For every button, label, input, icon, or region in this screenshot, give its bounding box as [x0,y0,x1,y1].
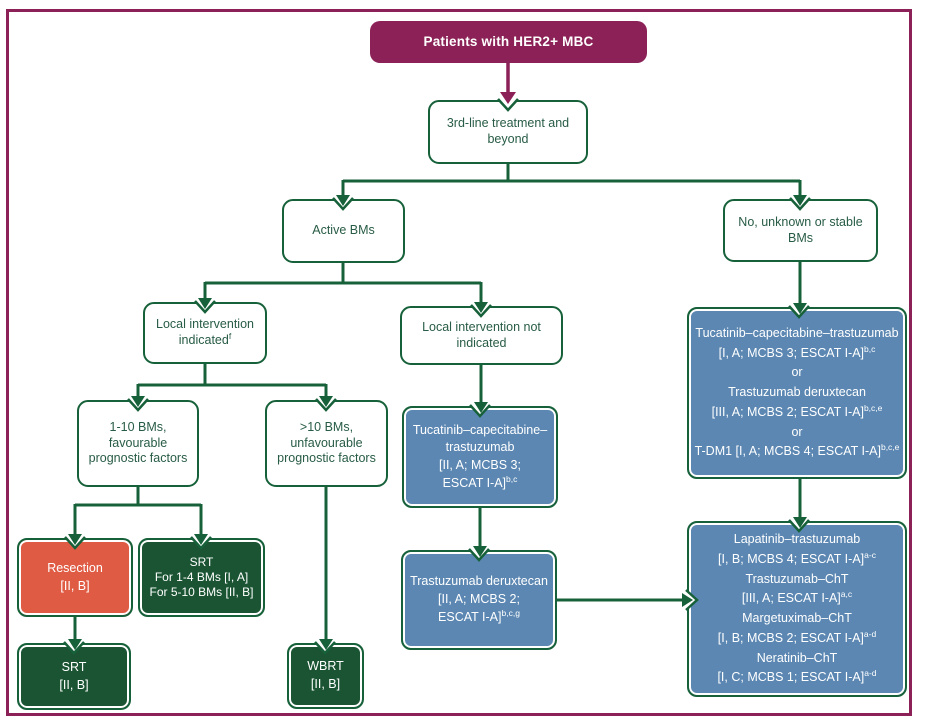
node-grade: [II, B] [59,677,89,692]
node-trastuzumab-deruxtecan: Trastuzumab deruxtecan [II, A; MCBS 2; E… [401,550,557,650]
node-label: Resection [47,560,103,575]
node-detail: For 1-4 BMs [I, A] [154,570,249,584]
node-label: 3rd-line treatment and beyond [446,116,570,146]
node-grade: [II, B] [310,677,341,691]
node-1-10-bms-favourable: 1-10 BMs, favourable prognostic factors [77,400,199,487]
node-label: Active BMs [312,223,375,238]
node-later-line-options: Lapatinib–trastuzumab [I, B; MCBS 4; ESC… [687,521,907,697]
node-gt10-bms-unfavourable: >10 BMs, unfavourable prognostic factors [265,400,388,487]
grade-line: [I, B; MCBS 4; ESCAT I-A]a-c [718,550,876,570]
node-label: Local intervention indicatedf [141,315,269,350]
footnote-marker: a,c [840,589,853,600]
grade-line: [III, A; ESCAT I-A]a,c [742,589,852,609]
grade-line: [II, A; MCBS 2; [438,592,520,607]
node-label: 1-10 BMs, favourable prognostic factors [88,420,188,466]
node-tucatinib-capecitabine-trastuzumab: Tucatinib–capecitabine– trastuzumab [II,… [402,406,558,508]
grade-text: [I, A; MCBS 3; ESCAT I-A] [718,345,865,360]
grade-text: [III, A; MCBS 2; ESCAT I-A] [711,404,864,419]
drug-line: Neratinib–ChT [756,650,838,665]
grade-text: [I, C; MCBS 1; ESCAT I-A] [717,670,865,685]
drug-line: trastuzumab [445,440,515,455]
grade-line: [I, C; MCBS 1; ESCAT I-A]a-d [717,668,876,688]
or-separator: or [791,365,803,380]
footnote-marker: b,c [506,473,518,484]
node-third-line-treatment: 3rd-line treatment and beyond [428,100,588,164]
grade-line: ESCAT I-A]b,c,g [438,607,520,627]
node-srt-split: SRT For 1-4 BMs [I, A] For 5-10 BMs [II,… [138,538,265,617]
grade-text: [I, B; MCBS 2; ESCAT I-A] [717,630,864,645]
drug-line: Margetuximab–ChT [742,611,852,625]
drug-line: Tucatinib–capecitabine–trastuzumab [695,325,899,340]
node-stable-bms: No, unknown or stable BMs [723,199,878,262]
grade-text: ESCAT I-A] [438,609,502,624]
grade-text: [I, B; MCBS 4; ESCAT I-A] [718,551,865,566]
drug-line: Trastuzumab–ChT [745,571,849,586]
node-label: WBRT [307,659,344,674]
node-active-bms: Active BMs [282,199,405,263]
grade-line: ESCAT I-A]b,c [442,473,518,493]
footnote-marker: f [228,330,232,341]
grade-line: [II, A; MCBS 3; [439,458,521,472]
node-detail: For 5-10 BMs [II, B] [149,585,254,599]
footnote-marker: a-d [863,628,877,639]
drug-line: Trastuzumab deruxtecan [728,385,866,400]
grade-line: T-DM1 [I, A; MCBS 4; ESCAT I-A]b,c,e [695,442,900,462]
grade-line: [I, A; MCBS 3; ESCAT I-A]b,c [719,344,876,364]
node-label: SRT [61,659,87,674]
node-grade: [II, B] [60,578,90,593]
footnote-marker: b,c,e [880,442,900,453]
grade-line: [I, B; MCBS 2; ESCAT I-A]a-d [718,629,876,649]
drug-line: Lapatinib–trastuzumab [733,532,861,546]
footnote-marker: b,c,g [501,607,520,618]
drug-line: Tucatinib–capecitabine– [412,422,548,437]
node-label: >10 BMs, unfavourable prognostic factors [277,420,376,466]
node-label-text: Local intervention indicated [156,317,254,347]
node-patients-her2-mbc: Patients with HER2+ MBC [370,21,647,63]
node-label: Patients with HER2+ MBC [423,33,594,49]
node-local-intervention-not-indicated: Local intervention not indicated [400,306,563,365]
grade-line: [III, A; MCBS 2; ESCAT I-A]b,c,e [712,403,883,423]
node-label: No, unknown or stable BMs [738,214,863,245]
node-local-intervention-indicated: Local intervention indicatedf [143,302,267,364]
node-srt: SRT [II, B] [17,643,131,710]
footnote-marker: a-d [864,668,877,679]
node-label: Local intervention not indicated [422,319,541,350]
footnote-marker: a-c [864,549,876,560]
node-label: SRT [189,555,214,569]
node-wbrt: WBRT [II, B] [287,643,364,709]
or-separator: or [791,424,803,439]
footnote-marker: b,c [864,343,876,354]
footnote-marker: b,c,e [863,402,883,413]
node-resection: Resection [II, B] [17,538,133,617]
grade-text: [III, A; ESCAT I-A] [741,591,841,606]
node-stable-bms-options: Tucatinib–capecitabine–trastuzumab [I, A… [687,307,907,479]
grade-text: T-DM1 [I, A; MCBS 4; ESCAT I-A] [694,444,881,459]
grade-text: ESCAT I-A] [442,475,507,490]
drug-line: Trastuzumab deruxtecan [410,574,548,589]
